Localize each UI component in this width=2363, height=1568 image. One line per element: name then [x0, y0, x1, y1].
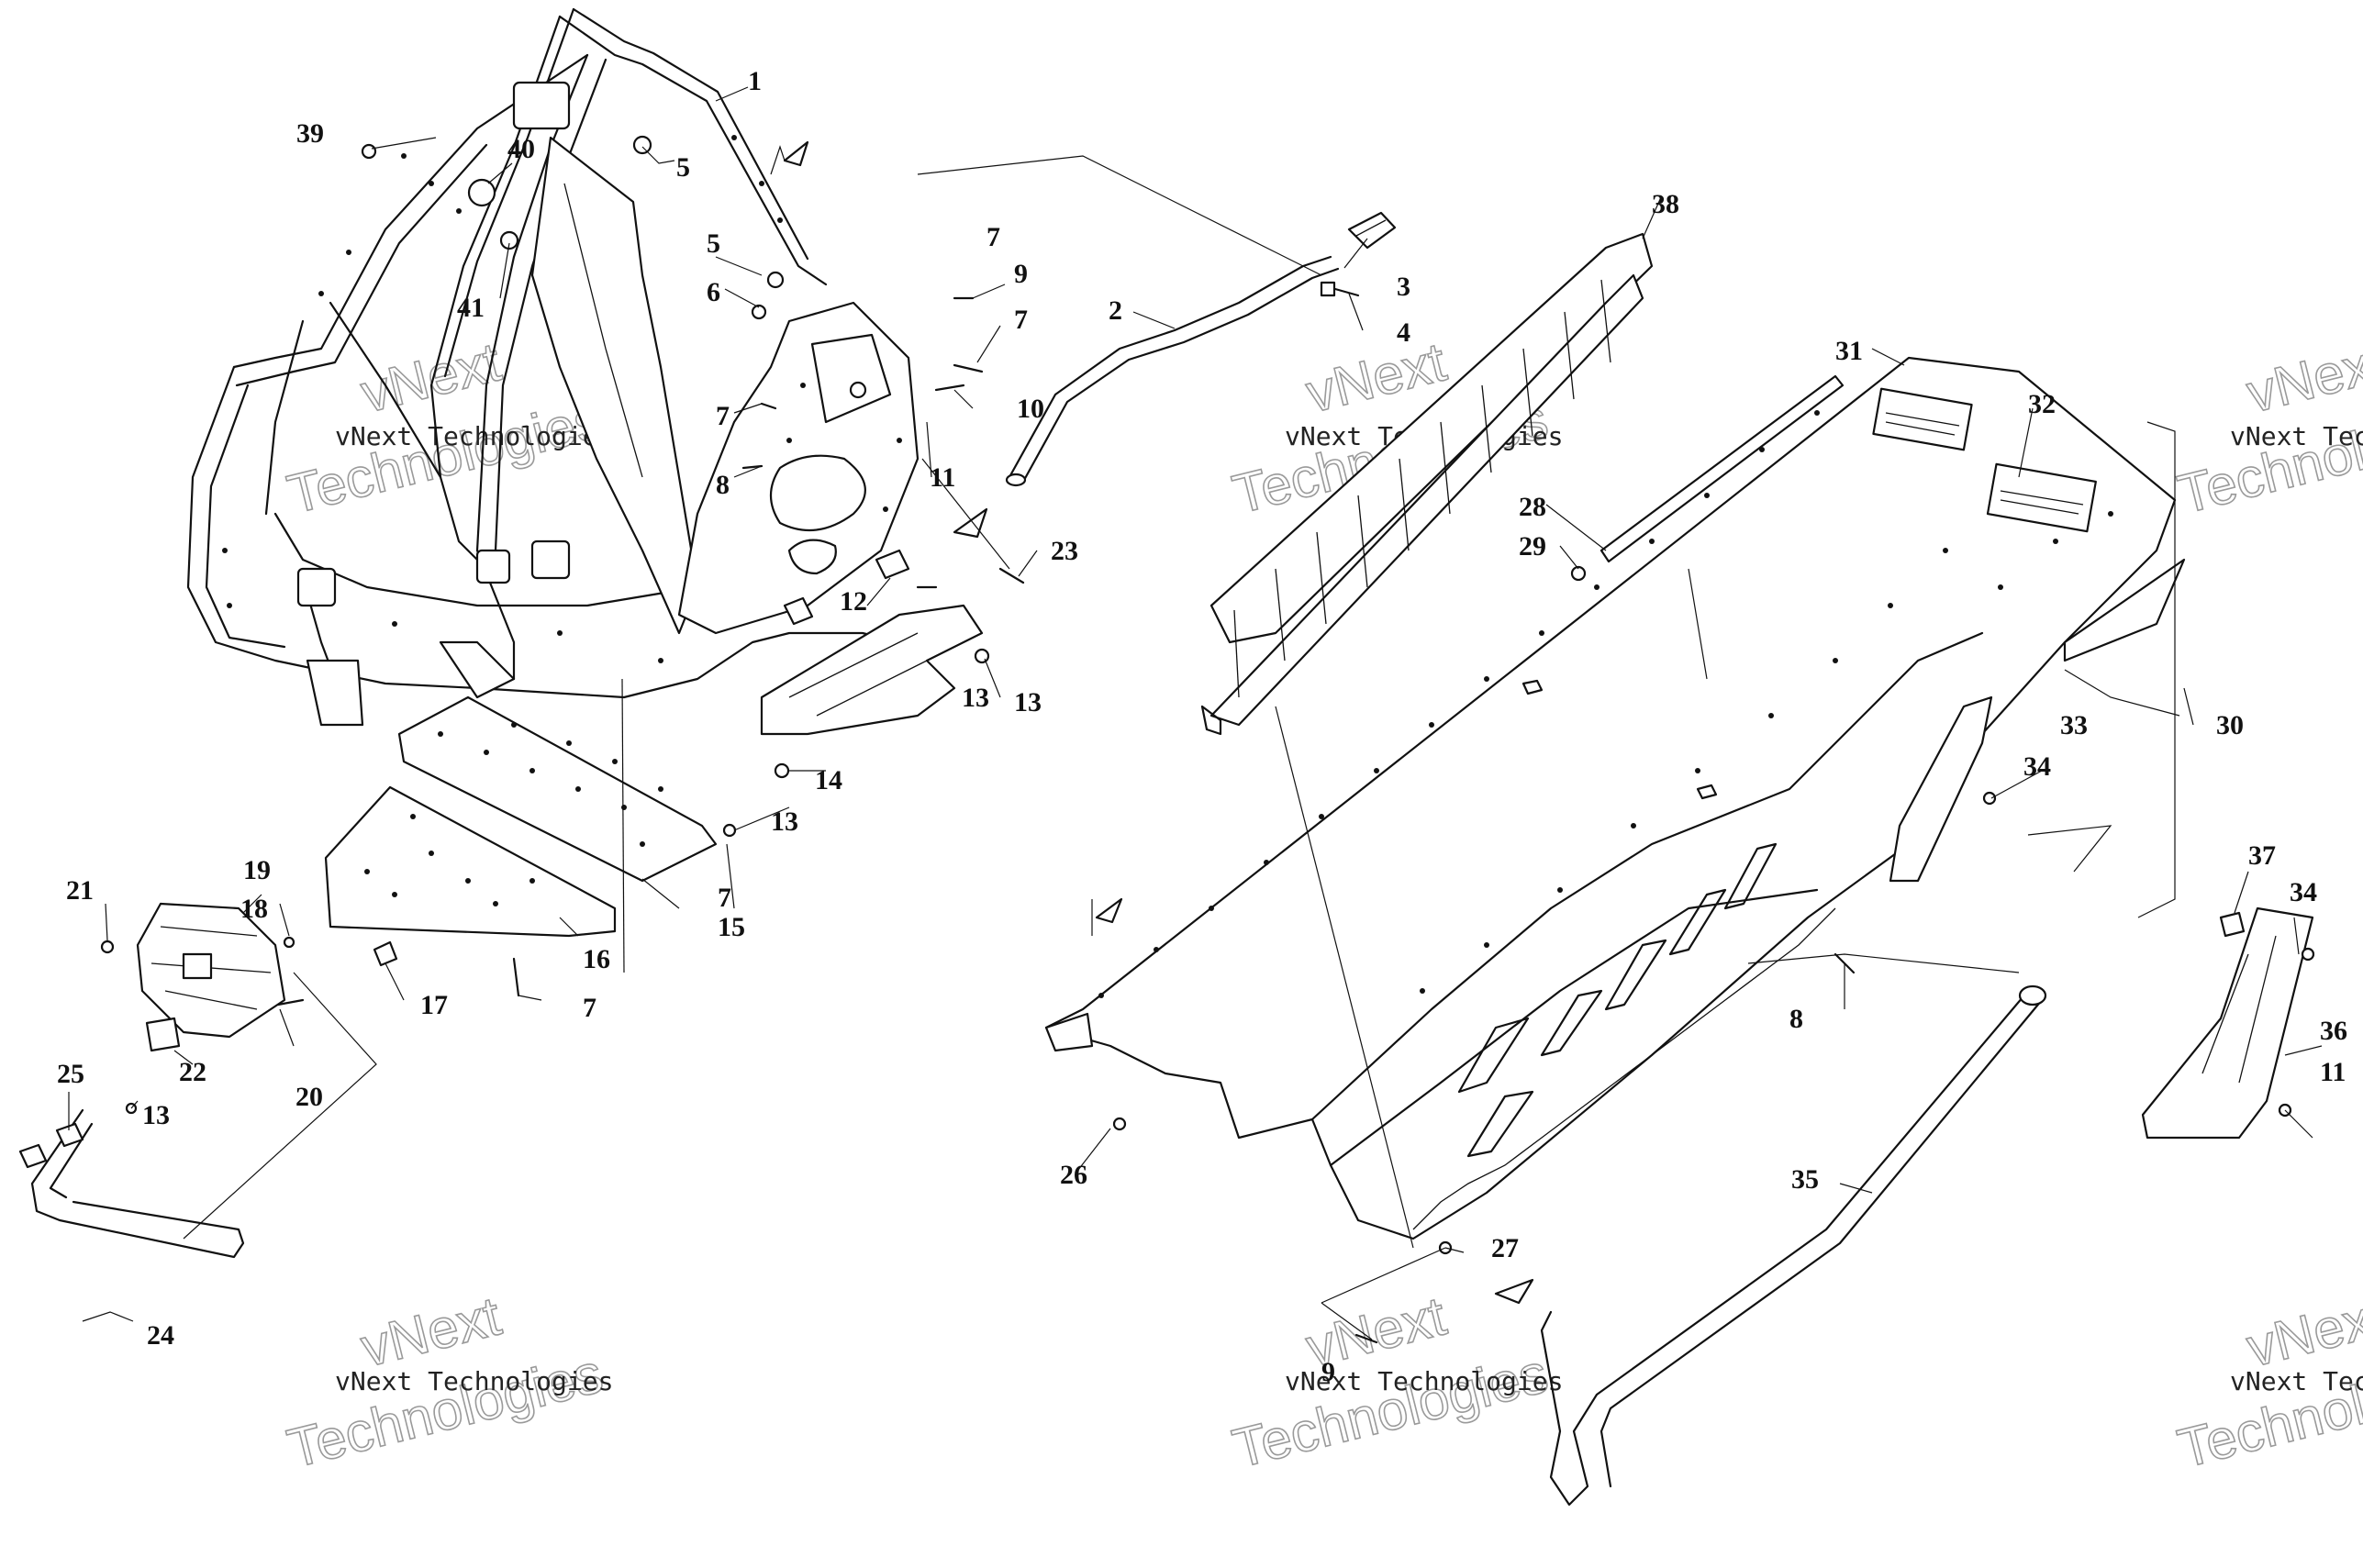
callout-5-top: 5 [676, 152, 690, 183]
callout-11-b: 11 [2320, 1057, 2346, 1087]
callout-25: 25 [57, 1059, 84, 1089]
callout-14: 14 [815, 765, 842, 795]
skid-plate-16 [324, 785, 617, 967]
callout-41: 41 [457, 293, 485, 323]
callout-4: 4 [1397, 317, 1410, 348]
tunnel-assembly [1044, 356, 2186, 1240]
callout-34-a: 34 [2023, 751, 2051, 782]
watermark-small: vNext Technologies [1285, 1366, 1563, 1396]
callout-8-a: 8 [716, 470, 730, 500]
leader-lines [68, 86, 2323, 1340]
callout-36: 36 [2320, 1016, 2347, 1046]
watermark-4: vNext Technologies vNext Technologies [281, 1284, 613, 1481]
callout-35: 35 [1791, 1164, 1819, 1195]
watermark-big-top: vNext [355, 1284, 507, 1378]
rack-38 [1200, 232, 1654, 736]
callout-18: 18 [240, 894, 268, 924]
callout-7-a: 7 [1014, 305, 1028, 335]
watermark-5: vNext Technologies vNext Technologies [1226, 1284, 1563, 1481]
watermark-3: vNext Technologies vNext Technologies [2171, 330, 2363, 527]
callout-3: 3 [1397, 272, 1410, 302]
watermark-small: vNext Technologies [335, 421, 613, 451]
rear-bumper-35 [1540, 984, 2047, 1507]
callout-29: 29 [1519, 531, 1546, 562]
callout-13-d: 13 [962, 683, 989, 713]
watermark-small: vNext Technologies [2230, 1366, 2363, 1396]
callout-20: 20 [295, 1082, 323, 1112]
watermark-small: vNext Technologies [335, 1366, 613, 1396]
callout-7-d: 7 [583, 993, 596, 1023]
callout-1: 1 [748, 66, 762, 96]
callout-8-b: 8 [1789, 1004, 1803, 1034]
callout-labels: 1 2 3 4 5 5 6 7 7 7 7 7 8 8 9 9 10 11 11… [57, 66, 2347, 1387]
callout-39: 39 [296, 118, 324, 149]
watermark-6: vNext Technologies vNext Technologies [2171, 1284, 2363, 1481]
watermark-big-bottom: Technologies [1227, 1342, 1554, 1480]
callout-23: 23 [1051, 536, 1078, 566]
callout-15: 15 [718, 912, 745, 942]
callout-40: 40 [507, 134, 535, 164]
bracket-14 [760, 549, 984, 736]
callout-19: 19 [243, 855, 271, 885]
callout-33: 33 [2060, 710, 2088, 740]
callout-7-b: 7 [716, 401, 730, 431]
rail-28 [1570, 374, 1845, 582]
callout-30: 30 [2216, 710, 2244, 740]
callout-21: 21 [66, 875, 94, 906]
callout-27: 27 [1491, 1233, 1519, 1263]
watermark-big-top: vNext [2241, 1284, 2363, 1378]
watermark-big-bottom: Technologies [282, 388, 608, 526]
callout-26: 26 [1060, 1160, 1087, 1190]
callout-2: 2 [1109, 295, 1122, 326]
callout-11-a: 11 [930, 462, 955, 493]
hardware-bolts [125, 135, 1997, 1344]
callout-28: 28 [1519, 492, 1546, 522]
callout-22: 22 [179, 1057, 206, 1087]
callout-16: 16 [583, 944, 610, 974]
callout-17: 17 [420, 990, 448, 1020]
skid-plate-15 [397, 695, 718, 883]
callout-7-e: 7 [986, 222, 1000, 252]
bracket-18 [100, 902, 295, 1052]
callout-7-c: 7 [718, 883, 731, 913]
front-bumper [18, 1108, 245, 1259]
callout-13-b: 13 [771, 806, 798, 837]
watermark-big-top: vNext [2241, 330, 2363, 424]
callout-9-b: 9 [1321, 1357, 1335, 1387]
callout-24: 24 [147, 1320, 174, 1351]
callout-6: 6 [707, 277, 720, 307]
callout-31: 31 [1835, 336, 1863, 366]
watermark-big-bottom: Technologies [282, 1342, 608, 1480]
callout-12: 12 [840, 586, 867, 617]
bracket-36 [2141, 906, 2315, 1140]
direction-arrows [770, 140, 1534, 1305]
callout-13-c: 13 [142, 1100, 170, 1130]
callout-38: 38 [1652, 189, 1679, 219]
callout-5: 5 [707, 228, 720, 259]
callout-37: 37 [2248, 840, 2276, 871]
callout-34-b: 34 [2290, 877, 2317, 907]
frame-assembly [186, 7, 901, 727]
callout-10: 10 [1017, 394, 1044, 424]
front-plate [677, 301, 920, 635]
callout-9-a: 9 [1014, 259, 1028, 289]
callout-13-a: 13 [1014, 687, 1042, 717]
watermark-small: vNext Technologies [2230, 421, 2363, 451]
callout-32: 32 [2028, 389, 2056, 419]
